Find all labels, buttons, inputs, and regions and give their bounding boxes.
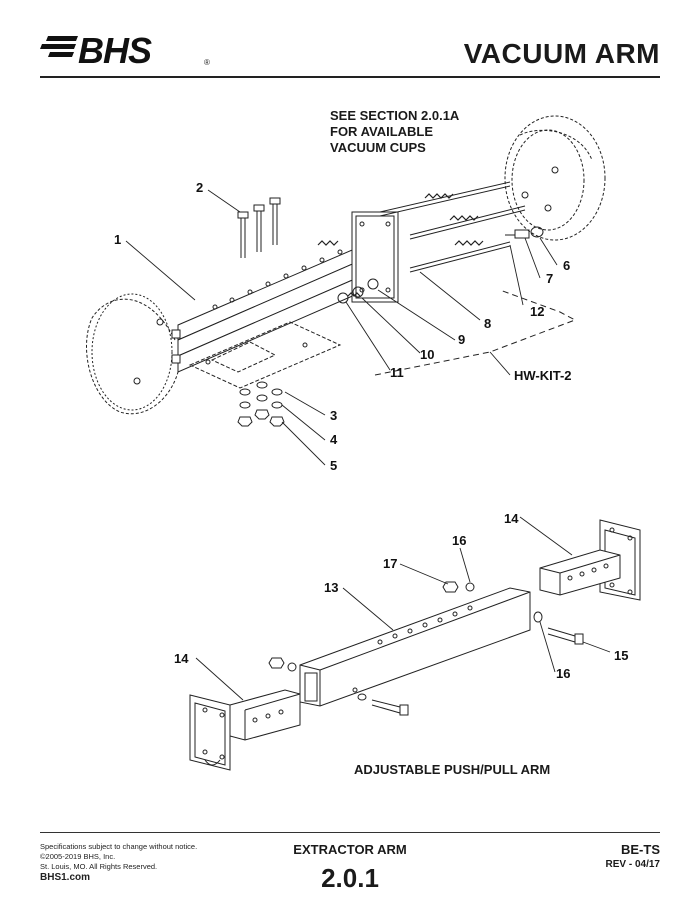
section-number: 2.0.1 [321, 863, 379, 893]
lower-leader-lines [195, 516, 611, 701]
left-vacuum-cup [86, 293, 179, 415]
push-pull-arm-caption: ADJUSTABLE PUSH/PULL ARM [354, 762, 551, 777]
section-name: EXTRACTOR ARM [293, 842, 407, 857]
long-rods [379, 181, 526, 273]
footer-disclaimer: Specifications subject to change without… [40, 842, 198, 851]
callout-3: 3 [330, 408, 337, 423]
clamp-plate [188, 321, 342, 389]
callout-10: 10 [420, 347, 434, 362]
callout-16-bottom: 16 [556, 666, 570, 681]
cup-fittings [505, 226, 544, 239]
logo-registered-mark: ® [204, 58, 210, 67]
footer-copyright: ©2005-2019 BHS, Inc. [40, 852, 116, 861]
footer-divider [40, 832, 660, 833]
doc-code: BE-TS [621, 842, 660, 857]
callout-8: 8 [484, 316, 491, 331]
callout-9: 9 [458, 332, 465, 347]
vacuum-cup-note: SEE SECTION 2.0.1A FOR AVAILABLE VACUUM … [330, 108, 530, 156]
callout-15: 15 [614, 648, 628, 663]
bolt-15 [547, 627, 584, 645]
hw-kit-boundary [374, 289, 577, 376]
callout-16-top: 16 [452, 533, 466, 548]
footer-legal: Specifications subject to change without… [40, 842, 197, 883]
doc-revision: REV - 04/17 [605, 859, 660, 870]
bhs-logo-speed-lines [40, 36, 78, 57]
callout-17: 17 [383, 556, 397, 571]
callout-11: 11 [390, 365, 404, 380]
washer-nut-stack [237, 381, 285, 427]
right-vacuum-cup [504, 115, 606, 241]
center-tube [299, 587, 531, 707]
arm-end-fittings [171, 329, 181, 364]
callout-14-right: 14 [504, 511, 519, 526]
hw-kit-parts [337, 278, 379, 304]
page-title: VACUUM ARM [463, 38, 660, 69]
lower-bolt [357, 693, 409, 716]
note-line-1: SEE SECTION 2.0.1A [330, 108, 460, 123]
nut-washer-17-16 [268, 581, 543, 672]
callout-6: 6 [563, 258, 570, 273]
note-line-2: FOR AVAILABLE [330, 124, 434, 139]
springs [317, 193, 484, 297]
upper-leader-lines [125, 189, 558, 466]
callout-1: 1 [114, 232, 121, 247]
note-line-3: VACUUM CUPS [330, 140, 426, 155]
right-end-bracket [539, 519, 641, 601]
callout-5: 5 [330, 458, 337, 473]
bolt-group [237, 197, 281, 258]
left-end-bracket [189, 689, 301, 771]
callout-2: 2 [196, 180, 203, 195]
bhs-logo: BHS [78, 30, 152, 71]
footer-doc-info: BE-TS REV - 04/17 [606, 842, 660, 870]
footer-rights: St. Louis, MO. All Rights Reserved. [40, 862, 158, 871]
footer-section: EXTRACTOR ARM 2.0.1 [250, 842, 450, 894]
callout-14-left: 14 [174, 651, 189, 666]
hw-kit-label: HW-KIT-2 [514, 368, 572, 383]
arm-holes [212, 249, 343, 310]
callout-7: 7 [546, 271, 553, 286]
footer-website: BHS1.com [40, 872, 91, 883]
callout-12: 12 [530, 304, 544, 319]
vacuum-arm-beam [177, 237, 381, 373]
header-divider [40, 76, 660, 78]
callout-13: 13 [324, 580, 338, 595]
callout-4: 4 [330, 432, 338, 447]
